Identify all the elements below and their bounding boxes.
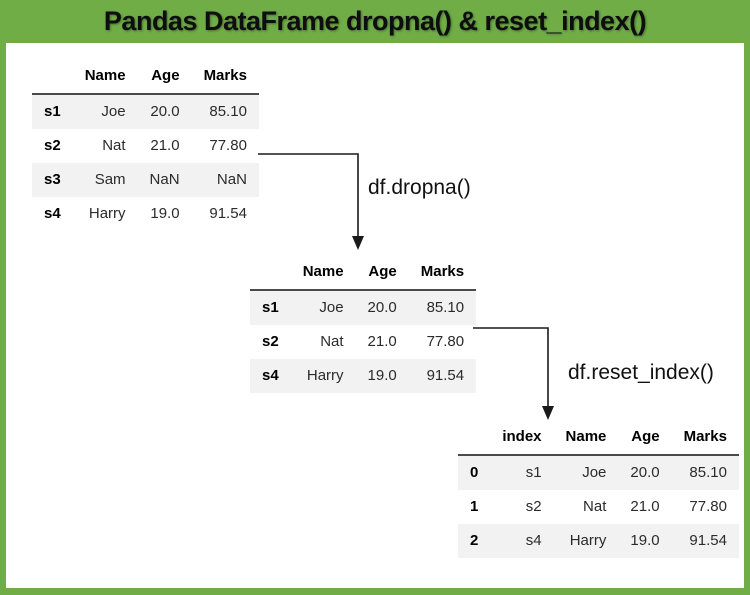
cell-value: 91.54 (209, 205, 247, 222)
cell-value: 85.10 (426, 299, 465, 316)
cell-value: 19.0 (630, 532, 660, 549)
cell-value: 77.80 (426, 333, 465, 350)
column-header: Marks (191, 59, 259, 95)
cell-value: Harry (306, 367, 344, 384)
column-header: index (490, 420, 554, 456)
cell-value: 91.54 (426, 367, 465, 384)
dropna-flow-arrow-icon (258, 153, 364, 250)
reset-index-flow-arrow-icon (473, 327, 554, 420)
row-index: s2 (262, 333, 279, 350)
row-index: s3 (44, 171, 61, 188)
cell-value: 91.54 (689, 532, 727, 549)
column-header: Name (290, 255, 356, 291)
column-header (32, 59, 73, 95)
column-header: Age (355, 255, 409, 291)
cell-value: Sam (94, 171, 126, 188)
row-index: s1 (44, 103, 61, 120)
table-row: s1 Joe 20.0 85.10 (250, 290, 477, 325)
cell-value: s2 (525, 498, 542, 515)
column-header (458, 420, 491, 456)
cell-value: Harry (88, 205, 126, 222)
column-header: Age (618, 420, 672, 456)
cell-value: 19.0 (367, 367, 397, 384)
row-index: s2 (44, 137, 61, 154)
row-index: 0 (470, 464, 479, 481)
cell-value: 85.10 (209, 103, 247, 120)
table-row: s2 Nat 21.0 77.80 (32, 129, 259, 163)
title-banner: Pandas DataFrame dropna() & reset_index(… (0, 0, 750, 43)
cell-value: NaN (216, 171, 247, 188)
row-index: s4 (262, 367, 279, 384)
cell-value: 21.0 (630, 498, 660, 515)
cell-value: s1 (525, 464, 542, 481)
table-row: s2 Nat 21.0 77.80 (250, 325, 476, 359)
cell-value: Nat (102, 137, 126, 154)
cell-value: Harry (569, 532, 607, 549)
table-row: 2 s4 Harry 19.0 91.54 (458, 524, 739, 558)
column-header: Name (72, 59, 138, 95)
cell-value: NaN (149, 171, 180, 188)
cell-value: 77.80 (689, 498, 727, 515)
cell-value: 20.0 (150, 103, 180, 120)
cell-value: 21.0 (367, 333, 397, 350)
cell-value: 20.0 (367, 299, 397, 316)
row-index: 2 (470, 532, 479, 549)
column-header: Age (137, 59, 192, 95)
row-index: 1 (470, 498, 479, 515)
row-index: s1 (262, 299, 279, 316)
cell-value: 21.0 (150, 137, 180, 154)
table-row: s4 Harry 19.0 91.54 (250, 359, 477, 393)
reset-index-operation-label: df.reset_index() (568, 361, 714, 384)
dropna-operation-label: df.dropna() (368, 176, 471, 199)
column-header (250, 255, 291, 291)
table-row: s4 Harry 19.0 91.54 (32, 197, 259, 231)
page-title: Pandas DataFrame dropna() & reset_index(… (103, 6, 647, 36)
column-header: Name (553, 420, 619, 456)
table-row: 0 s1 Joe 20.0 85.10 (458, 455, 739, 490)
table-row: s1 Joe 20.0 85.10 (32, 94, 259, 129)
cell-value: Joe (101, 103, 126, 120)
cell-value: Joe (582, 464, 607, 481)
cell-value: Nat (583, 498, 607, 515)
cell-value: Nat (320, 333, 344, 350)
cell-value: s4 (525, 532, 542, 549)
cell-value: 77.80 (209, 137, 247, 154)
cell-value: Joe (319, 299, 344, 316)
cell-value: 85.10 (689, 464, 727, 481)
table-row: s3 Sam NaN NaN (32, 163, 259, 197)
table-row: 1 s2 Nat 21.0 77.80 (458, 490, 739, 524)
cell-value: 20.0 (630, 464, 660, 481)
column-header: Marks (408, 255, 477, 291)
cell-value: 19.0 (150, 205, 180, 222)
row-index: s4 (44, 205, 61, 222)
column-header: Marks (671, 420, 739, 456)
